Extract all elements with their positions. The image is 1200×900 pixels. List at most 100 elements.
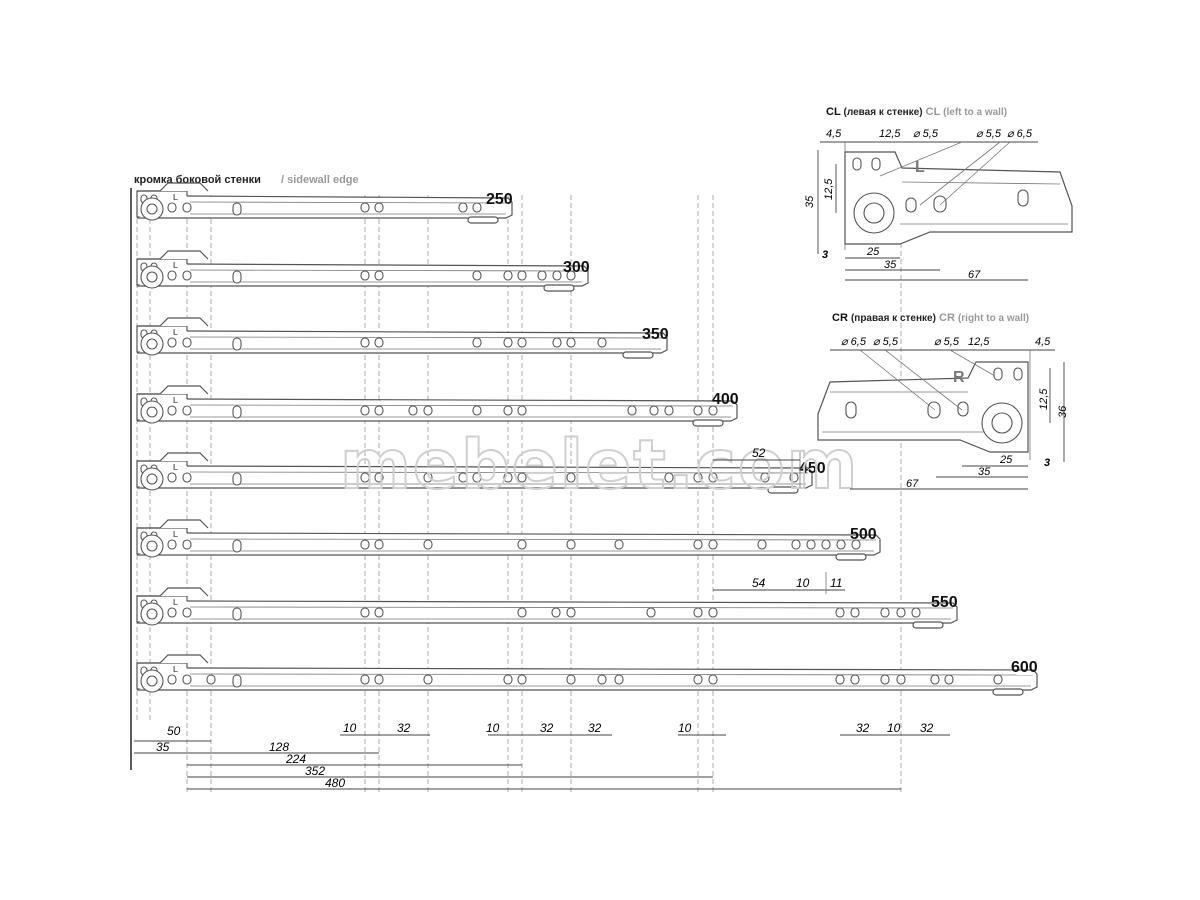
mounting-hole bbox=[232, 472, 242, 486]
cr-dim-12-5: 12,5 bbox=[968, 336, 990, 348]
dim-10-d: 10 bbox=[887, 721, 901, 735]
mounting-hole bbox=[423, 674, 433, 685]
mounting-hole bbox=[693, 674, 703, 685]
mounting-hole bbox=[708, 607, 718, 618]
rail-inner-line bbox=[189, 336, 664, 339]
dim-52: 52 bbox=[752, 446, 766, 460]
rail-inner-line bbox=[189, 269, 585, 272]
cl-h-25: 25 bbox=[866, 246, 880, 258]
mounting-hole bbox=[232, 405, 242, 419]
mounting-hole bbox=[503, 270, 513, 281]
dim-10-mid: 10 bbox=[796, 576, 810, 590]
mounting-hole bbox=[835, 674, 845, 685]
cl-dia-6-5: ⌀ 6,5 bbox=[1007, 128, 1033, 140]
rail-body bbox=[137, 195, 513, 219]
mounting-hole bbox=[232, 202, 242, 216]
dim-480: 480 bbox=[325, 776, 345, 790]
mounting-hole bbox=[836, 539, 846, 550]
mounting-hole bbox=[423, 405, 433, 416]
rail-wheel-hub bbox=[146, 406, 158, 418]
mounting-hole bbox=[566, 539, 576, 550]
cr-v-36: 36 bbox=[1057, 405, 1069, 418]
sidewall-label-ru: кромка боковой стенки bbox=[134, 174, 261, 186]
rail-350: L bbox=[136, 317, 668, 359]
mounting-hole bbox=[374, 405, 384, 416]
mounting-hole bbox=[360, 337, 370, 348]
cl-dim-4-5: 4,5 bbox=[826, 128, 842, 140]
rail-length-labels: 250 300 350 400 450 500 550 600 bbox=[486, 191, 1038, 676]
mounting-hole bbox=[408, 405, 418, 416]
rail-letter: L bbox=[173, 463, 178, 472]
mounting-hole bbox=[627, 405, 637, 416]
rail-flange bbox=[137, 317, 209, 327]
rail-body bbox=[137, 600, 958, 624]
mounting-hole bbox=[503, 337, 513, 348]
rail-letter: L bbox=[173, 396, 178, 405]
mounting-hole bbox=[167, 337, 177, 348]
rail-roller bbox=[622, 351, 654, 359]
dim-35: 35 bbox=[156, 740, 170, 754]
mounting-hole bbox=[182, 337, 192, 348]
mounting-hole bbox=[423, 539, 433, 550]
rail-wheel-hub bbox=[146, 203, 158, 215]
mounting-hole bbox=[597, 337, 607, 348]
rail-length-350: 350 bbox=[642, 326, 669, 343]
cl-bracket bbox=[844, 151, 1073, 245]
rail-wheel-hub bbox=[146, 675, 158, 687]
rail-flange bbox=[137, 452, 209, 462]
mounting-hole bbox=[360, 472, 370, 483]
rail-flange bbox=[137, 654, 209, 664]
mounting-hole bbox=[708, 674, 718, 685]
rail-letter: L bbox=[173, 598, 178, 607]
dim-224: 224 bbox=[285, 752, 306, 766]
sidewall-label-en: / sidewall edge bbox=[281, 174, 359, 186]
cl-dia-5-5-a: ⌀ 5,5 bbox=[913, 128, 939, 140]
mounting-hole bbox=[374, 337, 384, 348]
mounting-hole bbox=[472, 270, 482, 281]
mounting-hole bbox=[167, 539, 177, 550]
mounting-hole bbox=[757, 539, 767, 550]
rail-inner-line bbox=[189, 471, 809, 474]
rail-roller bbox=[835, 553, 867, 561]
rail-wheel-hub bbox=[146, 338, 158, 350]
mounting-hole bbox=[374, 607, 384, 618]
mounting-hole bbox=[993, 674, 1003, 685]
mounting-hole bbox=[806, 539, 816, 550]
rail-flange bbox=[137, 587, 209, 597]
rail-600: L bbox=[136, 654, 1038, 696]
mounting-hole bbox=[360, 607, 370, 618]
mounting-hole bbox=[167, 405, 177, 416]
mounting-hole bbox=[182, 539, 192, 550]
cr-dia-5-5-a: ⌀ 5,5 bbox=[873, 336, 899, 348]
mounting-hole bbox=[896, 674, 906, 685]
cl-v-12-5: 12,5 bbox=[823, 178, 835, 200]
dim-32-c: 32 bbox=[588, 721, 602, 735]
hole-alignment-guides bbox=[136, 195, 902, 795]
rail-450: L bbox=[136, 452, 813, 494]
rail-length-500: 500 bbox=[850, 526, 877, 543]
mounting-hole bbox=[472, 337, 482, 348]
dim-32-d: 32 bbox=[856, 721, 870, 735]
cr-detail: CR (правая к стенке) CR (right to a wall… bbox=[817, 312, 1069, 490]
dim-128: 128 bbox=[269, 740, 289, 754]
mounting-hole bbox=[503, 405, 513, 416]
dim-352: 352 bbox=[305, 764, 325, 778]
mounting-hole bbox=[517, 472, 527, 483]
mounting-hole bbox=[693, 472, 703, 483]
dim-10-b: 10 bbox=[486, 721, 500, 735]
mounting-hole bbox=[880, 607, 890, 618]
mounting-hole bbox=[167, 202, 177, 213]
mounting-hole bbox=[360, 270, 370, 281]
rail-300: L bbox=[136, 250, 589, 292]
rail-length-250: 250 bbox=[486, 191, 513, 208]
cl-dim-12-5: 12,5 bbox=[879, 128, 901, 140]
cl-v-35: 35 bbox=[804, 195, 816, 208]
mounting-hole bbox=[850, 674, 860, 685]
mounting-hole bbox=[614, 674, 624, 685]
cl-h-35: 35 bbox=[884, 259, 897, 271]
rail-roller bbox=[912, 621, 944, 629]
mounting-hole bbox=[896, 607, 906, 618]
rail-flange bbox=[137, 250, 209, 260]
mounting-hole bbox=[708, 405, 718, 416]
